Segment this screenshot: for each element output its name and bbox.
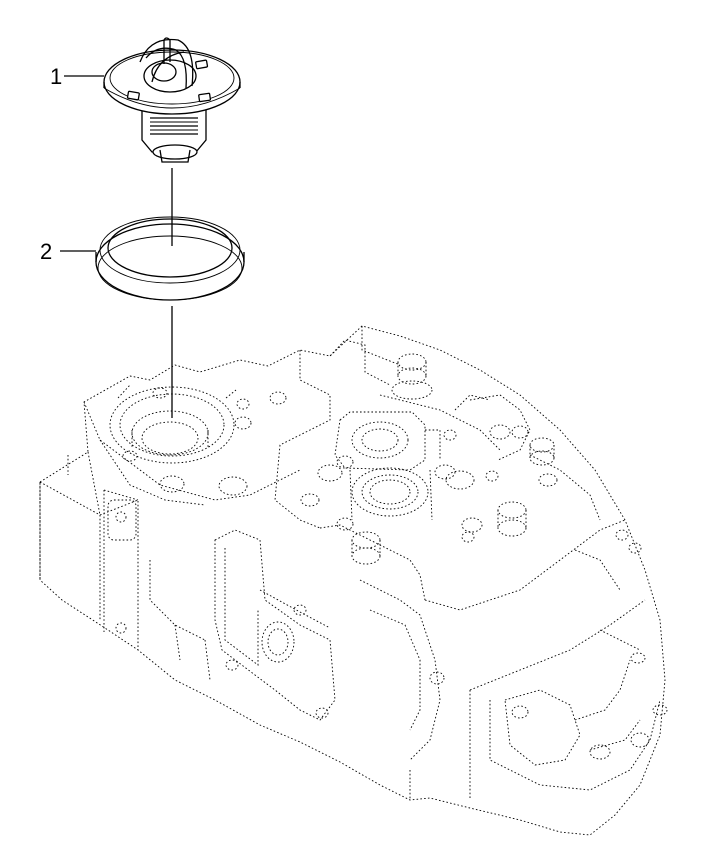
- gasket-ring-drawing: [95, 216, 245, 301]
- bolt-head-center: [351, 531, 381, 565]
- callout-2-number: 2: [40, 239, 52, 264]
- bolt-head-far: [529, 437, 555, 466]
- callout-2: 2: [40, 239, 96, 264]
- thermostat-drawing: [103, 37, 241, 163]
- bolt-head-right: [497, 501, 527, 537]
- bolt-head-top: [391, 353, 433, 400]
- cylinder-head-drawing: [39, 325, 668, 836]
- callout-1: 1: [50, 64, 104, 89]
- callout-1-number: 1: [50, 64, 62, 89]
